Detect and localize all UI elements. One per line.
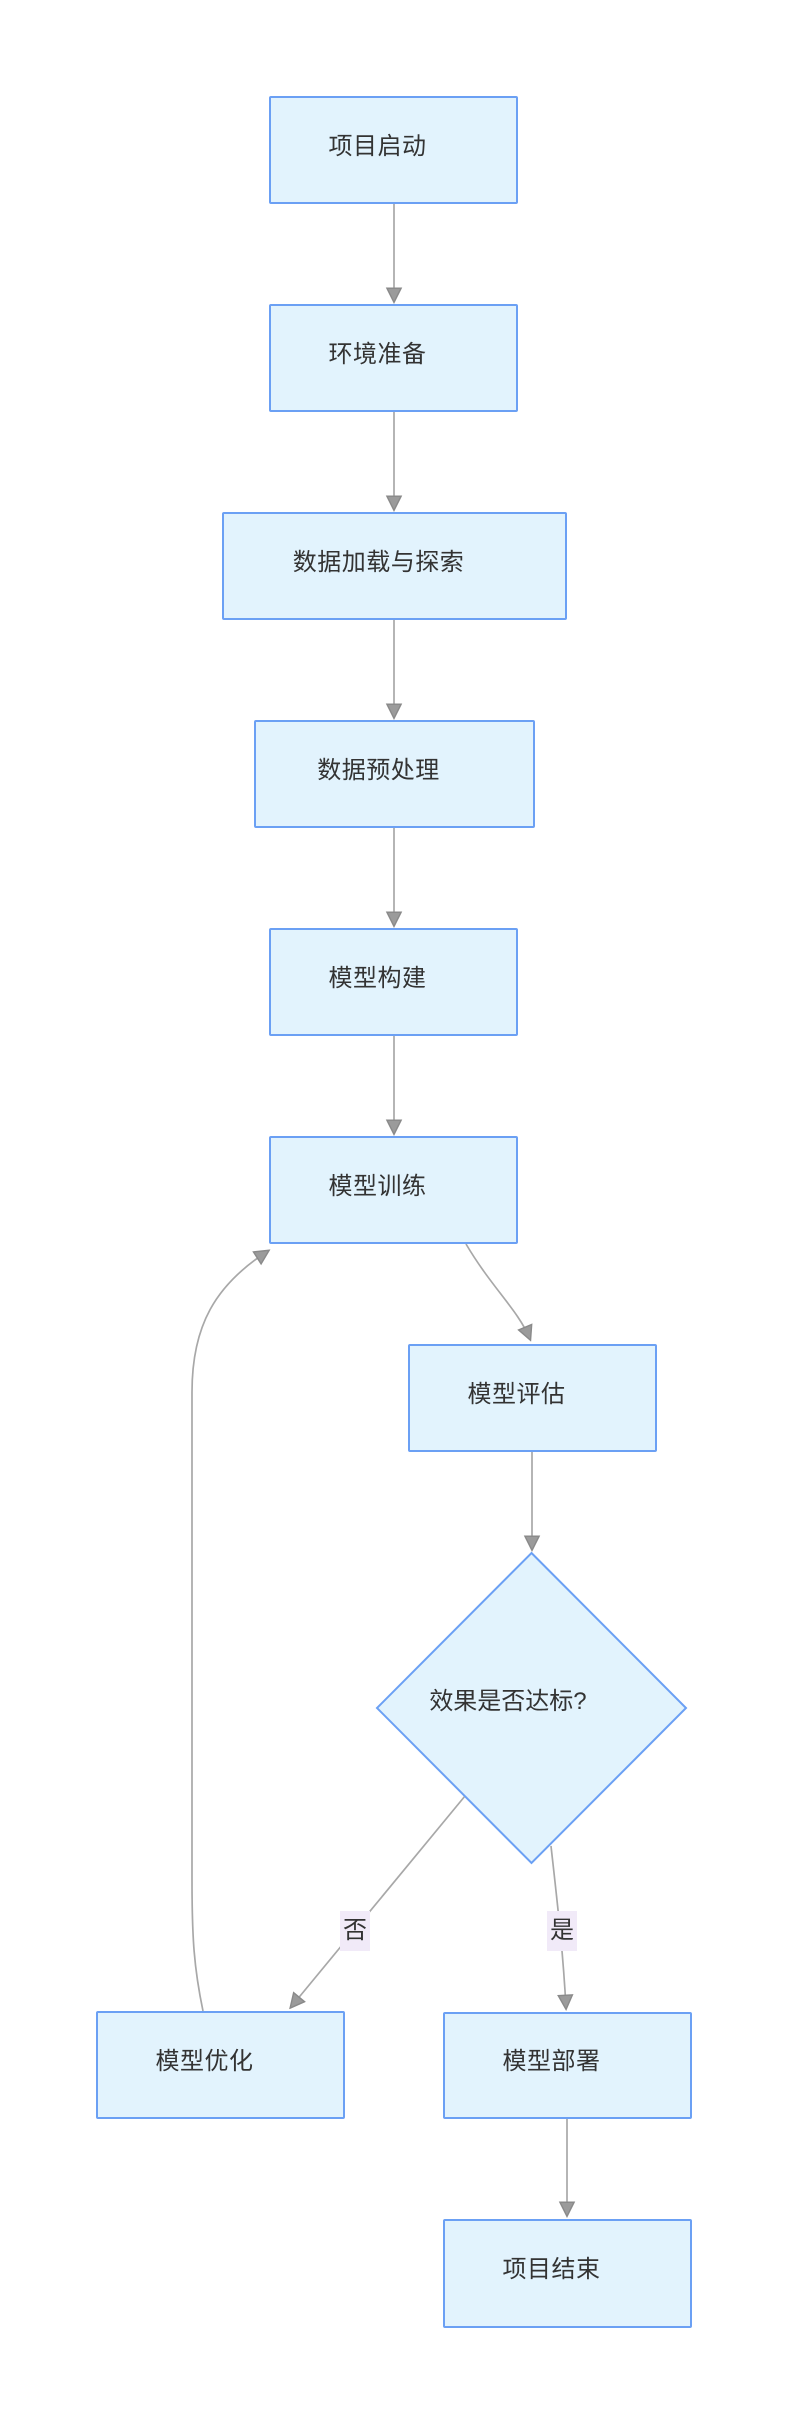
node-model-deploy-label: 模型部署 — [502, 2048, 601, 2075]
node-model-optimize: 模型优化 — [96, 2011, 345, 2119]
node-model-optimize-label: 模型优化 — [155, 2047, 254, 2075]
node-project-start-label: 项目启动 — [328, 132, 427, 160]
node-data-preprocess: 数据预处理 — [254, 720, 535, 828]
node-project-end: 项目结束 — [443, 2219, 692, 2328]
edge-label-yes: 是 — [547, 1911, 577, 1951]
node-model-build: 模型构建 — [269, 928, 518, 1036]
node-model-deploy: 模型部署 — [443, 2012, 692, 2119]
node-data-preprocess-label: 数据预处理 — [317, 756, 440, 784]
node-data-load-explore-label: 数据加载与探索 — [292, 548, 465, 576]
decision-diamond — [375, 1551, 688, 1865]
node-model-train: 模型训练 — [269, 1136, 518, 1244]
edge-label-no: 否 — [340, 1911, 370, 1951]
edge-train-eval — [465, 1243, 530, 1339]
node-model-eval: 模型评估 — [408, 1344, 657, 1452]
node-model-eval-label: 模型评估 — [467, 1380, 566, 1408]
edge-decision-optimize-no — [291, 1795, 466, 2007]
edge-optimize-train-loop — [191, 1251, 268, 2012]
node-env-prep: 环境准备 — [269, 304, 518, 412]
node-project-end-label: 项目结束 — [502, 2256, 601, 2283]
node-data-load-explore: 数据加载与探索 — [222, 512, 567, 620]
decision-label: 效果是否达标? — [429, 1688, 587, 1715]
node-project-start: 项目启动 — [269, 96, 518, 204]
node-model-build-label: 模型构建 — [328, 964, 427, 992]
node-env-prep-label: 环境准备 — [328, 340, 427, 368]
node-model-train-label: 模型训练 — [328, 1172, 427, 1200]
